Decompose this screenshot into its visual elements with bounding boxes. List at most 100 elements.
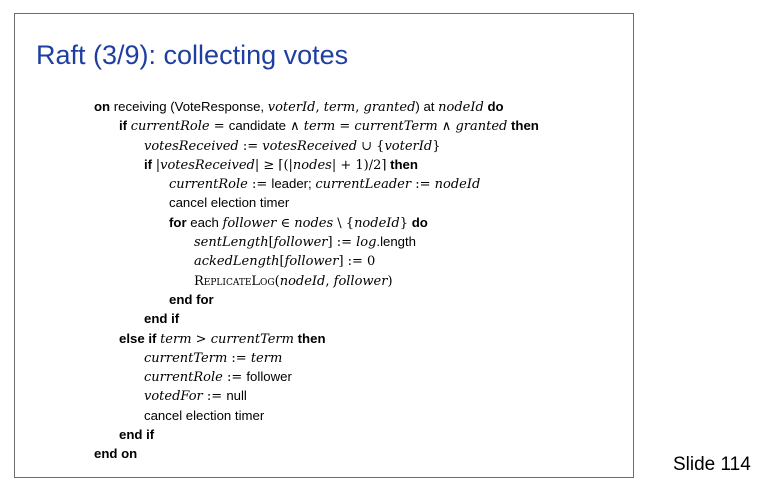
- code-text: [: [279, 254, 285, 270]
- slide-number: Slide 114: [673, 454, 751, 475]
- math-variable: currentRole: [144, 370, 223, 386]
- code-text: ] :=: [327, 235, 357, 251]
- code-text: =: [335, 119, 355, 135]
- code-text: | + 1)/2⌉: [331, 157, 387, 173]
- math-variable: votesReceived: [160, 157, 255, 173]
- code-text: leader;: [271, 176, 316, 192]
- code-text: :=: [227, 350, 251, 366]
- math-variable: votesReceived: [144, 138, 239, 154]
- keyword: else if: [119, 330, 157, 346]
- code-text: | ≥ ⌈(|: [254, 157, 293, 173]
- algorithm-line: currentTerm := term: [94, 348, 539, 367]
- code-text: candidate: [228, 118, 286, 134]
- algorithm-line: if currentRole = candidate ∧ term = curr…: [94, 116, 539, 135]
- algorithm-line: if |votesReceived| ≥ ⌈(|nodes| + 1)/2⌉ t…: [94, 155, 539, 174]
- keyword: then: [511, 118, 539, 134]
- code-text: cancel election timer: [169, 195, 290, 211]
- algorithm-line: votesReceived := votesReceived ∪ {voterI…: [94, 136, 539, 155]
- keyword: end if: [144, 311, 180, 327]
- code-text: .length: [376, 234, 417, 250]
- math-variable: granted: [455, 119, 508, 135]
- code-text: :=: [247, 177, 272, 193]
- math-variable: votesReceived: [262, 138, 358, 154]
- code-text: =: [209, 119, 229, 135]
- code-text: ): [387, 273, 393, 289]
- code-text: }: [399, 215, 409, 231]
- code-text: receiving (VoteResponse,: [110, 99, 268, 114]
- math-variable: currentLeader: [315, 177, 412, 193]
- math-variable: nodes: [294, 215, 334, 231]
- algorithm-line: end if: [94, 309, 539, 328]
- slide-title: Raft (3/9): collecting votes: [36, 40, 349, 70]
- math-variable: follower: [222, 215, 277, 231]
- algorithm-line: ackedLength[follower] := 0: [94, 251, 539, 270]
- code-text: :=: [202, 389, 227, 405]
- code-text: [: [268, 235, 274, 251]
- math-variable: currentTerm: [210, 331, 294, 347]
- code-text: :=: [411, 177, 435, 193]
- keyword: do: [411, 214, 428, 230]
- code-text: ∪ {: [357, 138, 385, 154]
- math-variable: currentRole: [169, 177, 248, 193]
- slide-frame: [14, 13, 634, 478]
- code-text: follower: [246, 369, 292, 385]
- keyword: then: [297, 330, 326, 346]
- math-variable: granted: [363, 100, 416, 115]
- keyword: end on: [94, 446, 138, 462]
- math-variable: follower: [284, 254, 339, 270]
- algorithm-line: currentRole := leader; currentLeader := …: [94, 174, 539, 193]
- code-text: |: [155, 157, 161, 173]
- keyword: do: [487, 99, 504, 114]
- code-text: ] := 0: [338, 254, 376, 270]
- keyword: on: [94, 99, 111, 114]
- code-text: cancel election timer: [144, 407, 265, 423]
- algorithm-line: sentLength[follower] := log.length: [94, 232, 539, 251]
- math-variable: nodeId: [279, 273, 326, 289]
- algorithm-line: currentRole := follower: [94, 367, 539, 386]
- math-variable: term: [303, 119, 336, 135]
- algorithm-block: on receiving (VoteResponse, voterId, ter…: [94, 97, 539, 464]
- code-text: ∈: [276, 215, 295, 231]
- math-variable: votedFor: [144, 389, 203, 405]
- code-text: ∧: [285, 119, 304, 135]
- code-text: :=: [222, 370, 247, 386]
- math-variable: currentTerm: [144, 350, 228, 366]
- code-text: (: [274, 273, 280, 289]
- math-variable: voterId: [384, 138, 433, 154]
- math-variable: term: [160, 331, 192, 347]
- algorithm-line: cancel election timer: [94, 193, 539, 212]
- keyword: end for: [169, 291, 214, 307]
- keyword: end if: [119, 427, 155, 443]
- math-variable: nodeId: [434, 177, 481, 193]
- math-variable: term: [323, 100, 356, 115]
- keyword: if: [119, 118, 128, 134]
- math-variable: currentTerm: [354, 119, 438, 135]
- algorithm-line: votedFor := null: [94, 386, 539, 405]
- code-text: null: [226, 388, 247, 404]
- math-variable: term: [250, 350, 283, 366]
- keyword: then: [390, 156, 418, 172]
- math-variable: nodeId: [438, 100, 484, 115]
- code-text: ) at: [415, 99, 439, 114]
- function-name: ReplicateLog: [194, 273, 275, 289]
- math-variable: currentRole: [130, 119, 210, 135]
- algorithm-line: cancel election timer: [94, 406, 539, 425]
- math-variable: follower: [273, 235, 328, 251]
- algorithm-line: else if term > currentTerm then: [94, 329, 539, 348]
- algorithm-line: end on: [94, 444, 539, 463]
- math-variable: nodeId: [354, 215, 400, 231]
- keyword: for: [169, 214, 187, 230]
- code-text: :=: [238, 138, 263, 154]
- math-variable: ackedLength: [194, 254, 280, 270]
- code-text: \ {: [333, 215, 355, 231]
- algorithm-line: ReplicateLog(nodeId, follower): [94, 271, 539, 290]
- code-text: ,: [315, 100, 324, 115]
- math-variable: voterId: [267, 100, 316, 115]
- algorithm-line: end for: [94, 290, 539, 309]
- code-text: ,: [325, 273, 334, 289]
- math-variable: nodes: [292, 157, 332, 173]
- algorithm-line: on receiving (VoteResponse, voterId, ter…: [94, 97, 539, 116]
- code-text: ∧: [437, 119, 456, 135]
- math-variable: log: [356, 235, 377, 251]
- code-text: ,: [355, 100, 364, 115]
